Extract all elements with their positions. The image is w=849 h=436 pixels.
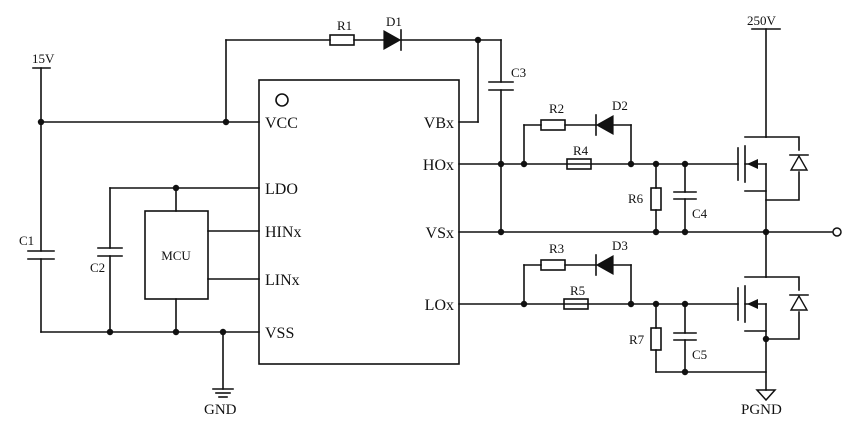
- mosfet-high-side: [737, 136, 809, 233]
- pin-hox: HOx: [423, 157, 454, 174]
- resistor-r1: [329, 34, 355, 46]
- mosfet-low-side: [737, 231, 809, 340]
- junction-dot: [681, 368, 689, 376]
- driver-ic-body: [258, 79, 460, 365]
- label-r4: R4: [573, 143, 589, 158]
- pin-vbx: VBx: [424, 115, 454, 132]
- junction-dot: [681, 300, 689, 308]
- junction-dot: [652, 300, 660, 308]
- diode-d3: [595, 254, 614, 276]
- label-r2: R2: [549, 101, 564, 116]
- label-c4: C4: [692, 206, 708, 221]
- label-d2: D2: [612, 98, 628, 113]
- pgnd-symbol: [755, 389, 777, 402]
- junction-dot: [172, 184, 180, 192]
- diode-d2: [595, 114, 614, 136]
- pin-vss: VSS: [265, 325, 294, 342]
- label-pgnd: PGND: [741, 402, 782, 418]
- junction-dot: [106, 328, 114, 336]
- pin-vcc: VCC: [265, 115, 298, 132]
- label-r7: R7: [629, 332, 645, 347]
- junction-dot: [627, 300, 635, 308]
- junction-dot: [520, 300, 528, 308]
- junction-dot: [652, 160, 660, 168]
- junction-dot: [652, 228, 660, 236]
- label-15v: 15V: [32, 51, 55, 66]
- resistor-r7: [650, 327, 662, 351]
- diode-d1: [383, 29, 402, 51]
- junction-dot: [219, 328, 227, 336]
- pin1-marker: [275, 93, 289, 107]
- label-gnd: GND: [204, 402, 237, 418]
- pin-lox: LOx: [425, 297, 454, 314]
- junction-dot: [681, 160, 689, 168]
- label-c3: C3: [511, 65, 526, 80]
- label-r3: R3: [549, 241, 564, 256]
- junction-dot: [37, 118, 45, 126]
- label-c5: C5: [692, 347, 707, 362]
- junction-dot: [172, 328, 180, 336]
- label-r6: R6: [628, 191, 644, 206]
- junction-dot: [474, 36, 482, 44]
- pin-hinx: HINx: [265, 224, 301, 241]
- junction-dot: [497, 160, 505, 168]
- junction-dot: [627, 160, 635, 168]
- junction-dot: [520, 160, 528, 168]
- label-r5: R5: [570, 283, 585, 298]
- junction-dot: [497, 228, 505, 236]
- resistor-r2: [540, 119, 566, 131]
- pin-vsx: VSx: [426, 225, 454, 242]
- label-d3: D3: [612, 238, 628, 253]
- pin-ldo: LDO: [265, 181, 298, 198]
- resistor-r5: [563, 298, 589, 310]
- junction-dot: [681, 228, 689, 236]
- resistor-r3: [540, 259, 566, 271]
- label-250v: 250V: [747, 13, 777, 28]
- label-c2: C2: [90, 260, 105, 275]
- label-d1: D1: [386, 14, 402, 29]
- label-c1: C1: [19, 233, 34, 248]
- label-r1: R1: [337, 18, 352, 33]
- pin-linx: LINx: [265, 272, 300, 289]
- resistor-r4: [566, 158, 592, 170]
- mcu-label: MCU: [161, 248, 191, 263]
- resistor-r6: [650, 187, 662, 211]
- output-terminal: [832, 227, 842, 237]
